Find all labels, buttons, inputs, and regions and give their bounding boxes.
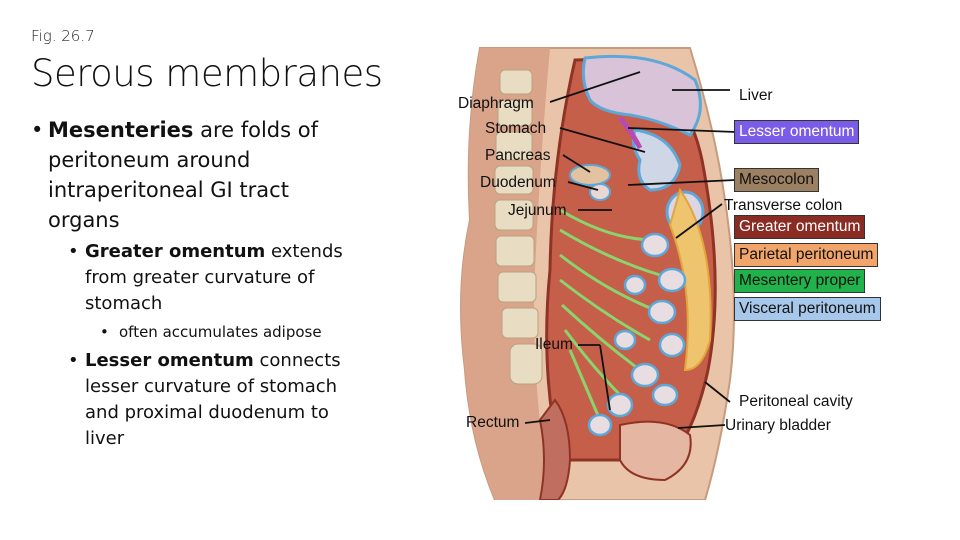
label-urinary-bladder: Urinary bladder [725, 417, 831, 434]
leader-diaphragm [549, 71, 641, 103]
bullet-text: connects lesser curvature of stomach and… [85, 350, 341, 449]
leader-urinary-bladder [677, 424, 726, 429]
leader-transverse-colon [675, 203, 723, 239]
figure-label: Fig. 26.7 [31, 27, 95, 45]
bullet-mesenteries: • Mesenteries are folds of peritoneum ar… [31, 115, 361, 235]
label-ileum: Ileum [535, 336, 573, 353]
term-lesser-omentum: Lesser omentum [85, 350, 254, 371]
label-jejunum: Jejunum [508, 202, 567, 219]
label-peritoneal-cavity: Peritoneal cavity [739, 393, 853, 410]
leader-peritoneal-cavity [704, 381, 731, 403]
leader-rectum [524, 419, 551, 424]
label-parietal-peritoneum: Parietal peritoneum [734, 243, 879, 267]
bullet-greater-omentum: • Greater omentum extends from greater c… [68, 239, 358, 317]
bullet-lesser-omentum: • Lesser omentum connects lesser curvatu… [68, 348, 358, 452]
slide-title: Serous membranes [31, 52, 383, 95]
label-diaphragm: Diaphragm [458, 95, 534, 112]
leader-stomach [559, 127, 646, 153]
bullet-dot: • [100, 323, 109, 341]
label-duodenum: Duodenum [480, 174, 556, 191]
label-transverse-colon: Transverse colon [724, 197, 843, 214]
abdomen-sagittal-illustration [460, 47, 737, 500]
label-mesocolon: Mesocolon [734, 168, 819, 192]
bullet-text: are folds of peritoneum around intraperi… [48, 118, 318, 232]
label-stomach: Stomach [485, 120, 547, 137]
label-visceral-peritoneum: Visceral peritoneum [734, 297, 881, 321]
label-pancreas: Pancreas [485, 147, 551, 164]
bullet-dot: • [31, 118, 44, 142]
label-lesser-omentum: Lesser omentum [734, 120, 860, 144]
bullet-text: often accumulates adipose [119, 323, 322, 341]
leader-pancreas [562, 154, 591, 173]
bullet-dot: • [68, 241, 79, 262]
bullet-text: extends from greater curvature of stomac… [85, 241, 343, 314]
leader-duodenum [567, 181, 599, 191]
bullet-dot: • [68, 350, 79, 371]
bullet-adipose: • often accumulates adipose [100, 322, 370, 342]
leader-mesocolon [627, 179, 736, 186]
term-greater-omentum: Greater omentum [85, 241, 266, 262]
leader-ileum-branch [599, 344, 611, 411]
label-rectum: Rectum [466, 414, 520, 431]
leader-lesser-omentum [627, 127, 737, 133]
term-mesenteries: Mesenteries [48, 118, 194, 142]
label-mesentery-proper: Mesentery proper [734, 269, 866, 293]
label-greater-omentum: Greater omentum [734, 215, 866, 239]
label-liver: Liver [739, 87, 773, 104]
